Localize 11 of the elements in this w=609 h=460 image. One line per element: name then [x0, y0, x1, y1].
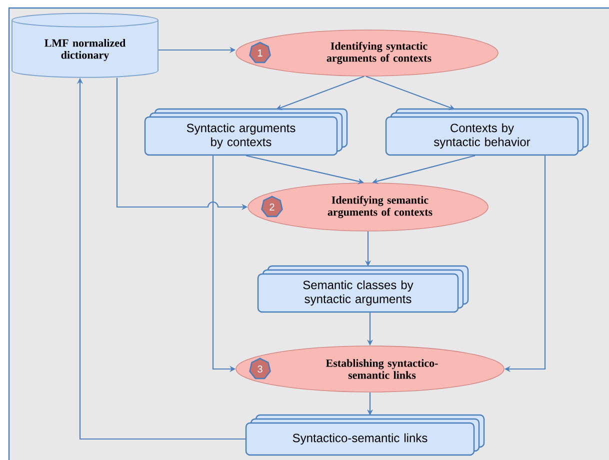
step-badge: 3 — [249, 358, 271, 380]
step-badge: 2 — [261, 196, 283, 218]
stacked-box: Syntactic arguments by contexts — [144, 108, 348, 156]
stacked-box: Syntactico-semantic links — [245, 414, 485, 456]
step-title: Identifying semantic arguments of contexts — [328, 196, 432, 218]
cylinder: LMF normalized dictionary — [12, 12, 158, 78]
step-title: Identifying syntactic arguments of contexts — [326, 42, 432, 64]
step-title: Establishing syntactico-semantic links — [326, 359, 438, 379]
stacked-box: Semantic classes by syntactic arguments — [257, 265, 469, 313]
stacked-box: Contexts by syntactic behavior — [385, 108, 589, 156]
step-badge: 1 — [249, 42, 271, 64]
